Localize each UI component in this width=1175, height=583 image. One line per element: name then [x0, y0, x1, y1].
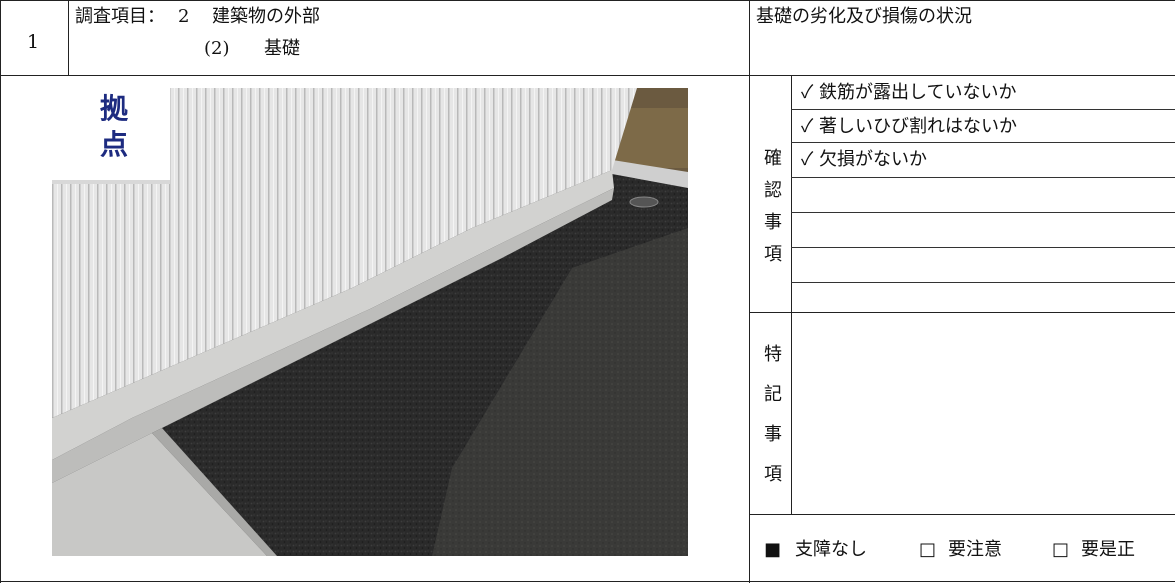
survey-item-label: 調査項目：	[75, 6, 165, 27]
table-left-border	[0, 0, 1, 583]
foundation-photo: 拠 点	[52, 88, 688, 556]
notes-label-char: 事	[764, 424, 782, 445]
status-correction-checkbox[interactable]: □	[1052, 539, 1070, 560]
checklist-row-line	[791, 212, 1175, 213]
header-bottom-border	[0, 75, 1175, 76]
number-column-border	[68, 0, 69, 76]
confirm-label-char: 事	[764, 212, 782, 233]
label-column-divider	[791, 76, 792, 515]
confirm-section-bottom	[749, 312, 1175, 313]
survey-item-number: 2	[178, 6, 190, 27]
sign-char-1: 拠	[100, 92, 129, 125]
survey-item-name: 建築物の外部	[212, 6, 320, 27]
status-no-issue-checkbox[interactable]: ■	[764, 539, 782, 560]
table-bottom-border	[0, 581, 1175, 582]
confirm-label-char: 項	[764, 244, 782, 265]
notes-label-char: 特	[764, 344, 782, 365]
sign-char-2: 点	[100, 128, 128, 161]
table-top-border	[0, 0, 1175, 1]
notes-label-char: 記	[764, 384, 782, 405]
confirm-label-char: 確	[764, 148, 782, 169]
section-title: 基礎の劣化及び損傷の状況	[756, 6, 972, 27]
notes-section-bottom	[749, 514, 1175, 515]
checklist-item-cracks: ✓ 著しいひび割れはないか	[801, 116, 1018, 137]
notes-label-char: 項	[764, 464, 782, 485]
item-number: 1	[27, 31, 40, 53]
status-caution-label: 要注意	[948, 539, 1002, 560]
status-caution-checkbox[interactable]: □	[919, 539, 937, 560]
status-no-issue-label: 支障なし	[795, 539, 867, 560]
checklist-row-line	[791, 177, 1175, 178]
survey-subitem-number: (2)	[204, 38, 230, 59]
checklist-row-line	[791, 282, 1175, 283]
checklist-item-rebar: ✓ 鉄筋が露出していないか	[801, 82, 1017, 103]
status-correction-label: 要是正	[1081, 539, 1135, 560]
confirm-label-char: 認	[764, 180, 782, 201]
checklist-row-line	[791, 247, 1175, 248]
survey-subitem-name: 基礎	[264, 38, 300, 59]
checklist-item-defects: ✓ 欠損がないか	[801, 149, 928, 170]
checklist-row-line	[791, 109, 1175, 110]
notes-area[interactable]	[792, 314, 1175, 514]
checklist-row-line	[791, 142, 1175, 143]
center-divider	[749, 0, 750, 583]
